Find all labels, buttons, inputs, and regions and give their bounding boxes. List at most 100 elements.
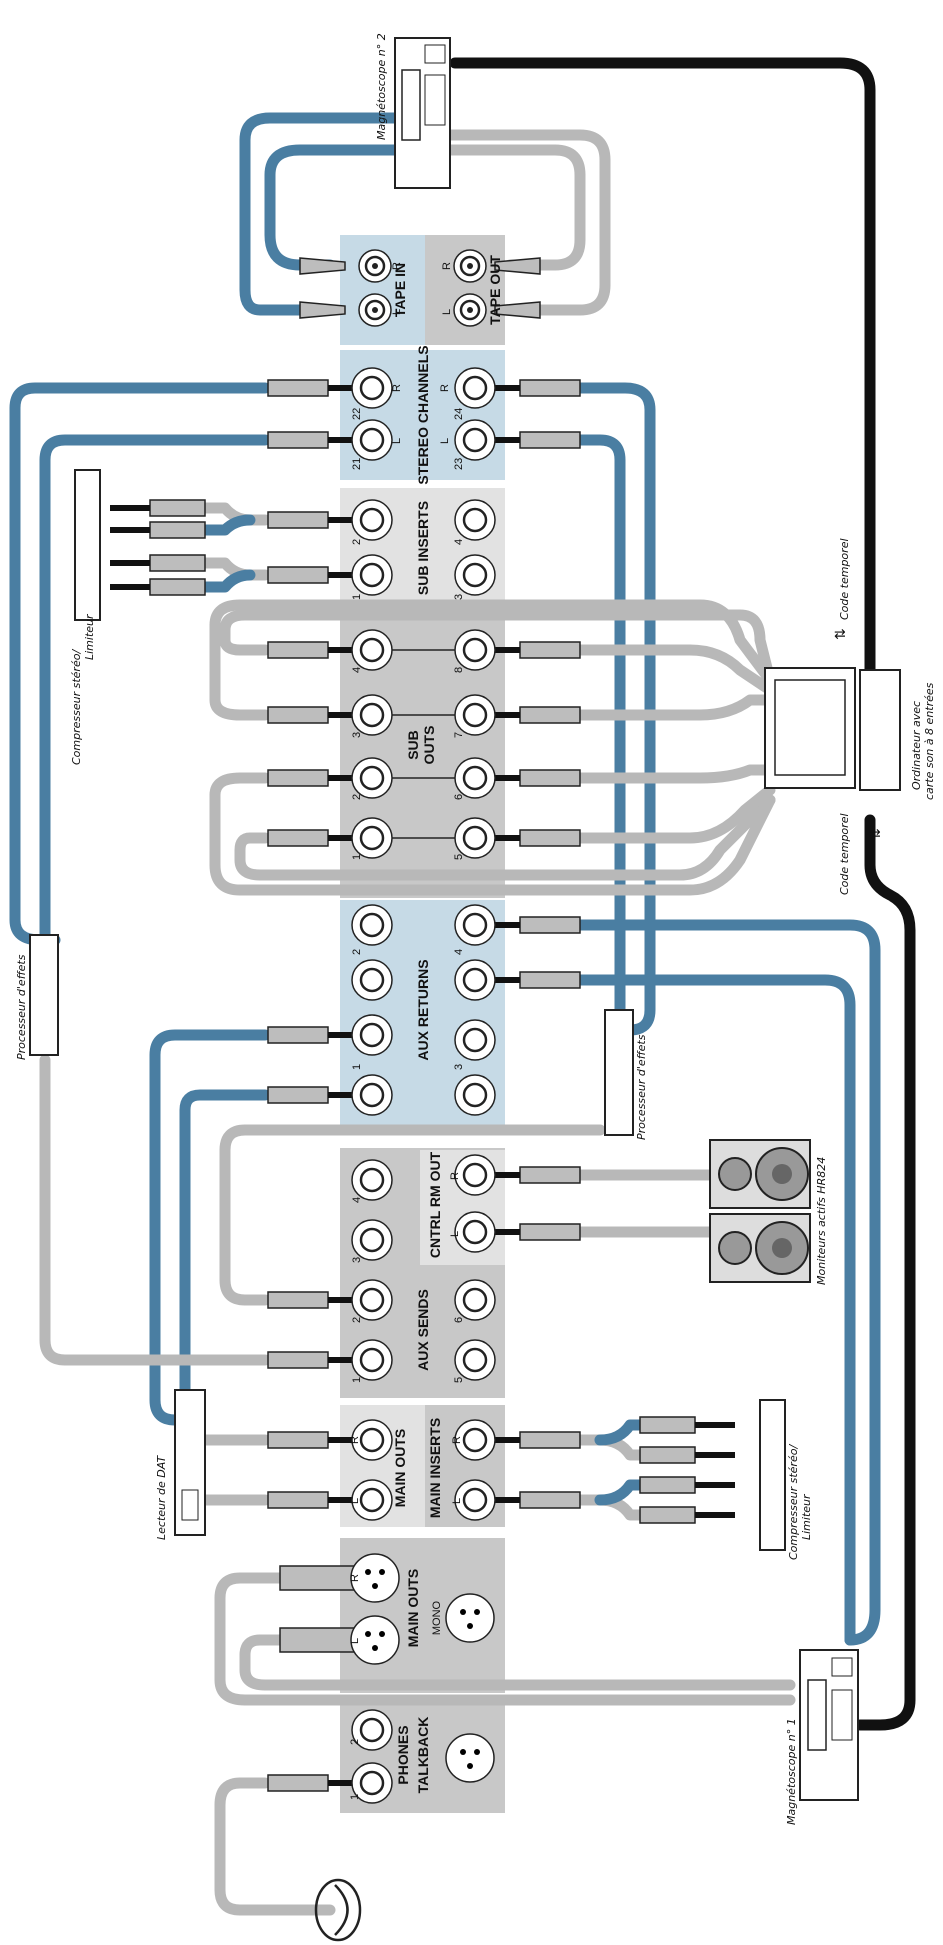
main-inserts-title: MAIN INSERTS xyxy=(427,1418,443,1518)
timecode-labels: Code temporel Code temporel ⇅ ⇅ xyxy=(833,538,884,895)
sub-ins-2: 2 xyxy=(351,539,363,545)
tape-in-title: TAPE IN xyxy=(392,263,408,317)
stereo-r: R xyxy=(391,384,403,392)
phones-1: 1 xyxy=(349,1794,361,1800)
xlr-ports xyxy=(350,1553,495,1783)
compressor-top: Compresseur stéréo/ Limiteur xyxy=(70,469,101,765)
rca-plugs-tape xyxy=(299,257,541,319)
compressor-bottom: Compresseur stéréo/ Limiteur xyxy=(759,1399,813,1560)
compressor-top-l2: Limiteur xyxy=(83,613,96,660)
timecode-bottom: Code temporel xyxy=(838,813,851,895)
tape-recorder-1: Magnétoscope n° 1 xyxy=(785,1649,859,1825)
cntrl-l: L xyxy=(449,1231,461,1237)
tape-in-l: L xyxy=(391,309,403,315)
compressor-bottom-l2: Limiteur xyxy=(800,1493,813,1540)
sub-out-4: 4 xyxy=(351,667,363,673)
jack-plugs xyxy=(110,257,735,1792)
fx-mid-label: Processeur d'effets xyxy=(635,1034,648,1140)
tape-out-r: R xyxy=(441,262,453,270)
timecode-arrows-top: ⇅ xyxy=(833,628,849,640)
stereo-23: 23 xyxy=(453,458,465,470)
sub-out-5: 5 xyxy=(453,854,465,860)
tape-in-ports xyxy=(358,249,487,327)
stereo-channel-ports xyxy=(351,367,496,461)
sub-inserts-title: SUB INSERTS xyxy=(415,501,431,595)
aux-send-6: 6 xyxy=(453,1317,465,1323)
aux-returns-title: AUX RETURNS xyxy=(415,959,431,1060)
aux-send-3: 3 xyxy=(351,1257,363,1263)
tape2-label: Magnétoscope n° 2 xyxy=(375,33,388,140)
headphones xyxy=(314,1878,362,1942)
sub-out-7: 7 xyxy=(453,732,465,738)
sub-outs-line2: OUTS xyxy=(421,726,437,765)
dat-label: Lecteur de DAT xyxy=(155,1455,168,1540)
aux-send-4: 4 xyxy=(351,1197,363,1203)
stereo-r2: R xyxy=(439,384,451,392)
sub-out-8: 8 xyxy=(453,667,465,673)
ports xyxy=(350,249,496,1804)
aux-return-ports xyxy=(351,904,496,1116)
compressor-top-l1: Compresseur stéréo/ xyxy=(70,649,83,765)
monitors-label: Moniteurs actifs HR824 xyxy=(815,1157,828,1285)
compressor-bottom-l1: Compresseur stéréo/ xyxy=(787,1444,800,1560)
timecode-arrows-bottom: ⇅ xyxy=(868,828,884,840)
aux-send-5: 5 xyxy=(453,1377,465,1383)
xlr-l: L xyxy=(349,1638,361,1644)
main-ins-l: L xyxy=(451,1498,463,1504)
sub-ins-1: 1 xyxy=(351,594,363,600)
aux-ret-2: 2 xyxy=(351,949,363,955)
aux-send-2: 2 xyxy=(351,1317,363,1323)
cntrl-r: R xyxy=(449,1172,461,1180)
xlr-r: R xyxy=(349,1574,361,1582)
aux-ret-3: 3 xyxy=(453,1064,465,1070)
insert-y-plugs xyxy=(110,499,735,1524)
computer-l1: Ordinateur avec xyxy=(910,701,923,790)
computer-l2: carte son à 8 entrées xyxy=(923,682,936,800)
aux-sends-title: AUX SENDS xyxy=(415,1289,431,1371)
stereo-channels-title: STEREO CHANNELS xyxy=(415,345,431,484)
sub-outs-line1: SUB xyxy=(405,730,421,760)
main-out-trs-ports xyxy=(351,1419,496,1521)
tape-out-l: L xyxy=(441,309,453,315)
stereo-l2: L xyxy=(439,438,451,444)
timecode-top: Code temporel xyxy=(838,538,851,620)
monitors: Moniteurs actifs HR824 xyxy=(709,1139,828,1285)
stereo-24: 24 xyxy=(453,408,465,420)
main-outs-trs-title: MAIN OUTS xyxy=(392,1429,408,1508)
sub-insert-ports xyxy=(351,499,496,596)
tape-recorder-2: Magnétoscope n° 2 xyxy=(375,33,451,189)
fx-left-label: Processeur d'effets xyxy=(15,954,28,1060)
sub-out-2: 2 xyxy=(351,794,363,800)
cntrl-rm-out-title: CNTRL RM OUT xyxy=(427,1151,443,1258)
sub-out-1: 1 xyxy=(351,854,363,860)
talkback-title: TALKBACK xyxy=(415,1717,431,1794)
stereo-l: L xyxy=(391,438,403,444)
aux-send-1: 1 xyxy=(351,1377,363,1383)
stereo-22: 22 xyxy=(351,408,363,420)
phones-title: PHONES xyxy=(395,1725,411,1784)
stereo-21: 21 xyxy=(351,458,363,470)
sub-out-ports xyxy=(351,629,496,859)
fx-processor-left: Processeur d'effets xyxy=(15,934,59,1060)
mono-label: MONO xyxy=(431,1600,443,1635)
panel-labels: TAPE IN TAPE OUT STEREO CHANNELS SUB INS… xyxy=(392,255,503,1794)
headphones-icon xyxy=(314,1878,362,1942)
main-out-r: R xyxy=(349,1436,361,1444)
phones-2: 2 xyxy=(349,1739,361,1745)
sub-out-6: 6 xyxy=(453,794,465,800)
main-ins-r: R xyxy=(451,1436,463,1444)
sub-ins-4: 4 xyxy=(453,539,465,545)
phones-ports xyxy=(351,1709,393,1804)
aux-ret-1: 1 xyxy=(351,1064,363,1070)
main-out-l: L xyxy=(349,1498,361,1504)
tape-out-title: TAPE OUT xyxy=(487,255,503,325)
port-labels: R L R L 21 22 R L 23 24 L R 1 2 3 4 1 2 … xyxy=(349,262,465,1800)
aux-ret-4: 4 xyxy=(453,949,465,955)
aux-send-ports xyxy=(351,1154,496,1381)
sub-ins-3: 3 xyxy=(453,594,465,600)
tape-in-r: R xyxy=(391,262,403,270)
dat-player: Lecteur de DAT xyxy=(155,1389,206,1540)
tape1-label: Magnétoscope n° 1 xyxy=(785,1718,798,1825)
main-outs-xlr-title: MAIN OUTS xyxy=(405,1569,421,1648)
